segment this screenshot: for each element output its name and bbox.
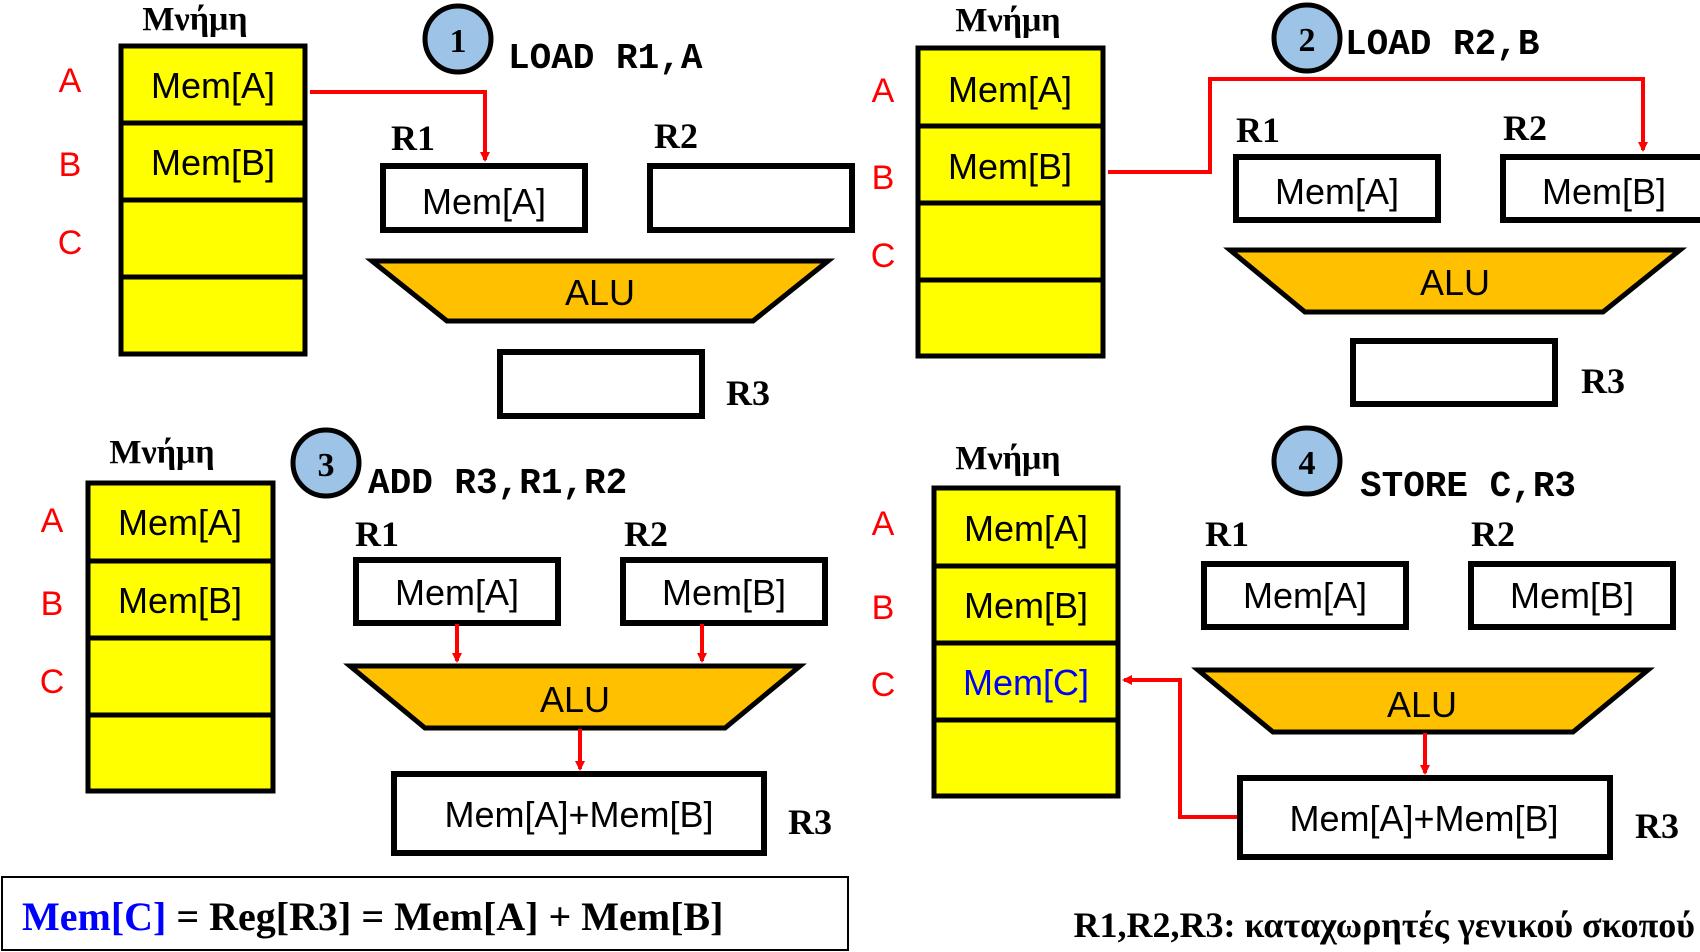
- register-r1: [1233, 154, 1441, 223]
- equation-rhs: = Reg[R3] = Mem[A] + Mem[B]: [166, 894, 723, 939]
- alu-shape: [343, 663, 807, 731]
- panel-3: Μνήμη Mem[A] Mem[B] A B C 3 ADD R3,R1,R2…: [40, 427, 832, 856]
- equation-box: Mem[C] = Reg[R3] = Mem[A] + Mem[B]: [1, 876, 849, 951]
- store-arrow: [1122, 675, 1237, 819]
- register-r1-value: Mem[A]: [395, 572, 519, 613]
- register-r2-value: Mem[B]: [662, 572, 786, 613]
- address-label-b: B: [872, 159, 895, 197]
- step-number: 1: [450, 23, 467, 60]
- instruction-text: LOAD R1,A: [508, 38, 703, 79]
- instruction-text: ADD R3,R1,R2: [368, 463, 627, 504]
- register-label-r3: R3: [1581, 361, 1625, 401]
- instruction-text: LOAD R2,B: [1345, 24, 1539, 65]
- memory-block: [118, 43, 308, 357]
- address-label-c: C: [58, 224, 83, 262]
- register-r3: [497, 349, 705, 419]
- memory-title: Μνήμη: [142, 1, 247, 38]
- register-label-r1: R1: [1236, 110, 1280, 150]
- memory-title: Μνήμη: [109, 434, 214, 471]
- register-r2: [1500, 154, 1700, 223]
- alu-shape: [1223, 247, 1688, 315]
- instruction-text: STORE C,R3: [1360, 466, 1576, 507]
- register-label-r1: R1: [355, 514, 399, 554]
- alu-label: ALU: [1387, 684, 1457, 725]
- equation-text: Mem[C] = Reg[R3] = Mem[A] + Mem[B]: [22, 894, 723, 939]
- register-r1-value: Mem[A]: [422, 181, 546, 222]
- address-label-a: A: [872, 72, 895, 110]
- memory-block: [931, 485, 1121, 799]
- memory-cell-a: Mem[A]: [151, 65, 275, 106]
- alu-shape: [364, 258, 836, 324]
- memory-cell-b: Mem[B]: [964, 585, 1088, 626]
- step-badge: [422, 3, 494, 75]
- address-label-b: B: [872, 589, 895, 627]
- register-label-r2: R2: [624, 514, 668, 554]
- memory-cell-a: Mem[A]: [118, 502, 242, 543]
- register-r2-value: Mem[B]: [1542, 171, 1666, 212]
- memory-block: [915, 45, 1106, 359]
- memory-cell-a: Mem[A]: [948, 69, 1072, 110]
- memory-cell-a: Mem[A]: [964, 508, 1088, 549]
- register-r1: [380, 163, 588, 233]
- register-label-r1: R1: [391, 118, 435, 158]
- memory-cell-b: Mem[B]: [151, 142, 275, 183]
- panel-2: Μνήμη Mem[A] Mem[B] A B C 2 LOAD R2,B R1…: [871, 2, 1700, 407]
- address-label-a: A: [41, 502, 64, 540]
- panel-1: Μνήμη Mem[A] Mem[B] A B C 1 LOAD R1,A R1…: [58, 1, 855, 419]
- alu-label: ALU: [540, 679, 610, 720]
- alu-label: ALU: [1420, 262, 1490, 303]
- address-label-b: B: [59, 146, 82, 184]
- alu-label: ALU: [565, 272, 635, 313]
- register-r2: [620, 557, 828, 626]
- alu-shape: [1191, 667, 1655, 735]
- step-number: 2: [1299, 22, 1316, 59]
- register-r2-value: Mem[B]: [1510, 575, 1634, 616]
- register-r1: [353, 557, 561, 626]
- address-label-c: C: [871, 237, 896, 275]
- memory-title: Μνήμη: [955, 440, 1060, 477]
- step-number: 4: [1299, 445, 1316, 482]
- register-label-r3: R3: [788, 802, 832, 842]
- register-r2: [1468, 561, 1676, 630]
- register-label-r1: R1: [1205, 514, 1249, 554]
- step-badge: [290, 427, 362, 499]
- address-label-a: A: [872, 505, 895, 543]
- register-label-r2: R2: [654, 116, 698, 156]
- register-r2: [647, 163, 855, 233]
- memory-block: [85, 480, 276, 794]
- register-r1: [1201, 561, 1409, 630]
- step-number: 3: [318, 447, 335, 484]
- address-label-b: B: [41, 585, 64, 623]
- address-label-c: C: [40, 663, 65, 701]
- register-r3-value: Mem[A]+Mem[B]: [1289, 798, 1558, 839]
- panel-4: Μνήμη Mem[A] Mem[B] Mem[C] A B C 4 STORE…: [871, 425, 1679, 860]
- register-r1-value: Mem[A]: [1275, 171, 1399, 212]
- register-label-r3: R3: [1635, 806, 1679, 846]
- address-label-c: C: [871, 666, 896, 704]
- memory-cell-b: Mem[B]: [118, 580, 242, 621]
- memory-title: Μνήμη: [955, 2, 1060, 39]
- register-r3: [1237, 775, 1613, 860]
- load-arrow: [1108, 77, 1648, 174]
- address-label-a: A: [59, 62, 82, 100]
- register-r3-value: Mem[A]+Mem[B]: [444, 794, 713, 835]
- memory-cell-b: Mem[B]: [948, 146, 1072, 187]
- memory-cell-c: Mem[C]: [963, 662, 1089, 703]
- register-r3: [391, 771, 767, 856]
- register-r1-value: Mem[A]: [1243, 575, 1367, 616]
- register-label-r2: R2: [1471, 514, 1515, 554]
- register-label-r2: R2: [1503, 108, 1547, 148]
- load-arrow: [310, 90, 490, 162]
- register-label-r3: R3: [726, 373, 770, 413]
- step-badge: [1271, 425, 1343, 497]
- register-r3: [1350, 338, 1558, 407]
- step-badge: [1271, 2, 1343, 74]
- equation-lhs: Mem[C]: [22, 894, 166, 939]
- footnote: R1,R2,R3: καταχωρητές γενικού σκοπού: [1073, 905, 1695, 945]
